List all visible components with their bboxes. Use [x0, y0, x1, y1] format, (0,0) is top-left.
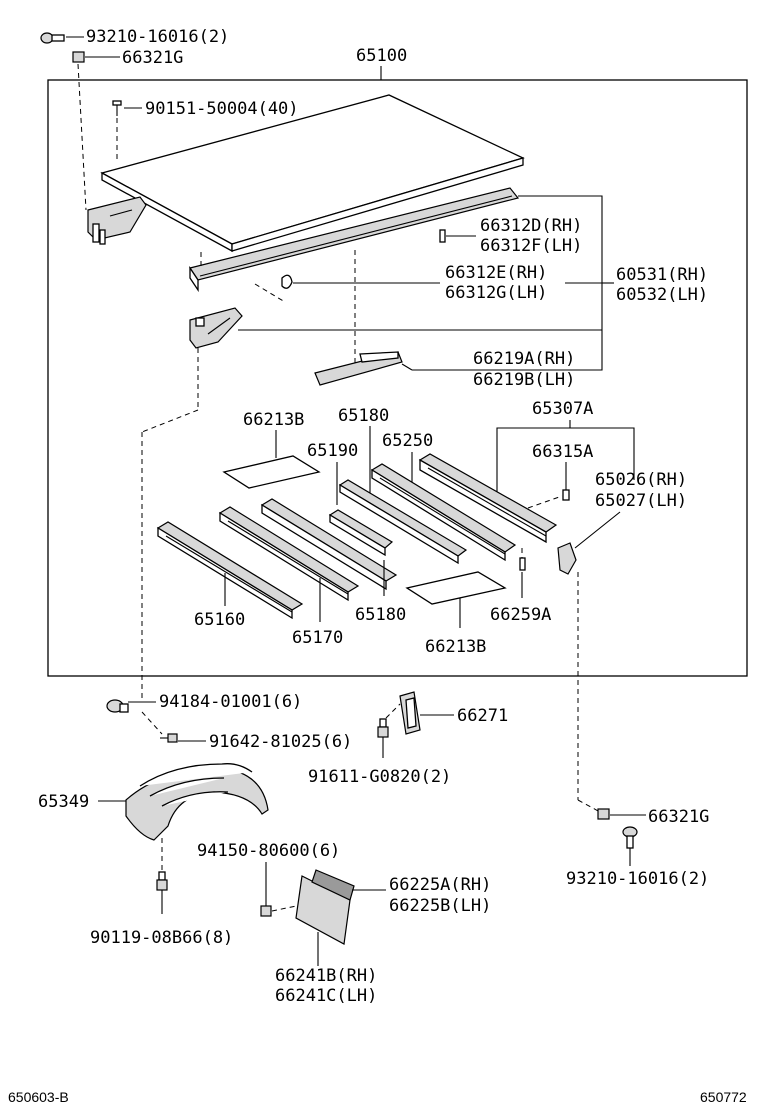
label-66225b: 66225B(LH): [389, 896, 491, 916]
label-66312e: 66312E(RH): [445, 263, 547, 283]
label-65250: 65250: [382, 431, 433, 451]
assembly-frame: [47, 79, 748, 677]
label-66271: 66271: [457, 706, 508, 726]
label-94150: 94150-80600(6): [197, 841, 340, 861]
label-65180-bottom: 65180: [355, 605, 406, 625]
member-65160: [156, 521, 304, 620]
label-65307a: 65307A: [532, 399, 593, 419]
label-65190: 65190: [307, 441, 358, 461]
dash-91642: [141, 711, 163, 735]
member-65180-top: [338, 479, 468, 565]
member-65307a: [418, 453, 558, 544]
label-90151: 90151-50004(40): [145, 99, 299, 119]
label-66241c: 66241C(LH): [275, 986, 377, 1006]
clip-94184: [106, 699, 129, 713]
bolt-91611: [377, 718, 389, 758]
label-91642: 91642-81025(6): [209, 732, 352, 752]
pin-66259a: [519, 557, 526, 571]
leader-66219a-a: [401, 363, 413, 371]
label-66241b: 66241B(RH): [275, 966, 377, 986]
label-66321g-top: 66321G: [122, 48, 183, 68]
label-65170: 65170: [292, 628, 343, 648]
leader-65026: [574, 511, 621, 549]
deck-panel: [100, 94, 525, 253]
label-60532: 60532(LH): [616, 285, 708, 305]
dash-91611: [385, 703, 401, 719]
member-65250: [370, 463, 517, 562]
label-66259a: 66259A: [490, 605, 551, 625]
hinge-bracket-left: [87, 196, 147, 245]
clip-66312e: [281, 274, 293, 289]
leader-65307a-right: [570, 427, 635, 480]
bolt-90119: [156, 871, 168, 914]
label-91611: 91611-G0820(2): [308, 767, 451, 787]
diagram-code-right: 650772: [700, 1089, 747, 1105]
label-66312g: 66312G(LH): [445, 283, 547, 303]
label-60531: 60531(RH): [616, 265, 708, 285]
label-65100: 65100: [356, 46, 407, 66]
label-65027: 65027(LH): [595, 491, 687, 511]
dash-66315a: [527, 495, 563, 509]
label-93210-bottom: 93210-16016(2): [566, 869, 709, 889]
label-65160: 65160: [194, 610, 245, 630]
bracket-65026: [557, 542, 577, 575]
label-65180-top: 65180: [338, 406, 389, 426]
bolt-91642: [160, 733, 178, 743]
label-66219b: 66219B(LH): [473, 370, 575, 390]
label-94184: 94184-01001(6): [159, 692, 302, 712]
sill-66219a: [314, 351, 403, 386]
nut-66321g-top: [72, 51, 85, 63]
label-66213b-top: 66213B: [243, 410, 304, 430]
side-rail: [189, 187, 520, 293]
fender-65349: [125, 763, 269, 841]
diagram-code-left: 650603-B: [8, 1089, 69, 1105]
label-65349: 65349: [38, 792, 89, 812]
member-65190: [328, 509, 394, 557]
nut-94150: [260, 905, 272, 917]
member-65170: [218, 506, 360, 602]
screw-90151: [112, 100, 122, 116]
label-66315a: 66315A: [532, 442, 593, 462]
pin-66312d: [439, 229, 446, 243]
label-66321g-bottom: 66321G: [648, 807, 709, 827]
bracket-66271: [399, 691, 421, 735]
label-66312f: 66312F(LH): [480, 236, 582, 256]
dash-bolt-top: [77, 63, 87, 211]
mat-66213b-bottom: [405, 571, 507, 605]
label-66219a: 66219A(RH): [473, 349, 575, 369]
dash-right-b: [577, 799, 601, 813]
clip-66315a: [562, 489, 570, 501]
leader-65307a: [496, 420, 571, 492]
bolt-top-left: [40, 32, 65, 44]
label-93210-top: 93210-16016(2): [86, 27, 229, 47]
label-66312d: 66312D(RH): [480, 216, 582, 236]
label-90119: 90119-08B66(8): [90, 928, 233, 948]
member-65180-bottom: [260, 498, 398, 591]
dash-clip: [254, 283, 286, 303]
label-66213b-bottom: 66213B: [425, 637, 486, 657]
label-66225a: 66225A(RH): [389, 875, 491, 895]
nut-66321g-bottom: [597, 808, 610, 820]
bolt-93210-bottom: [622, 826, 638, 849]
corner-bracket-left: [189, 307, 243, 349]
bracket-66225: [311, 869, 355, 901]
dash-bracket-left-b: [141, 409, 199, 433]
mat-66213b-top: [222, 455, 321, 489]
label-65026: 65026(RH): [595, 470, 687, 490]
